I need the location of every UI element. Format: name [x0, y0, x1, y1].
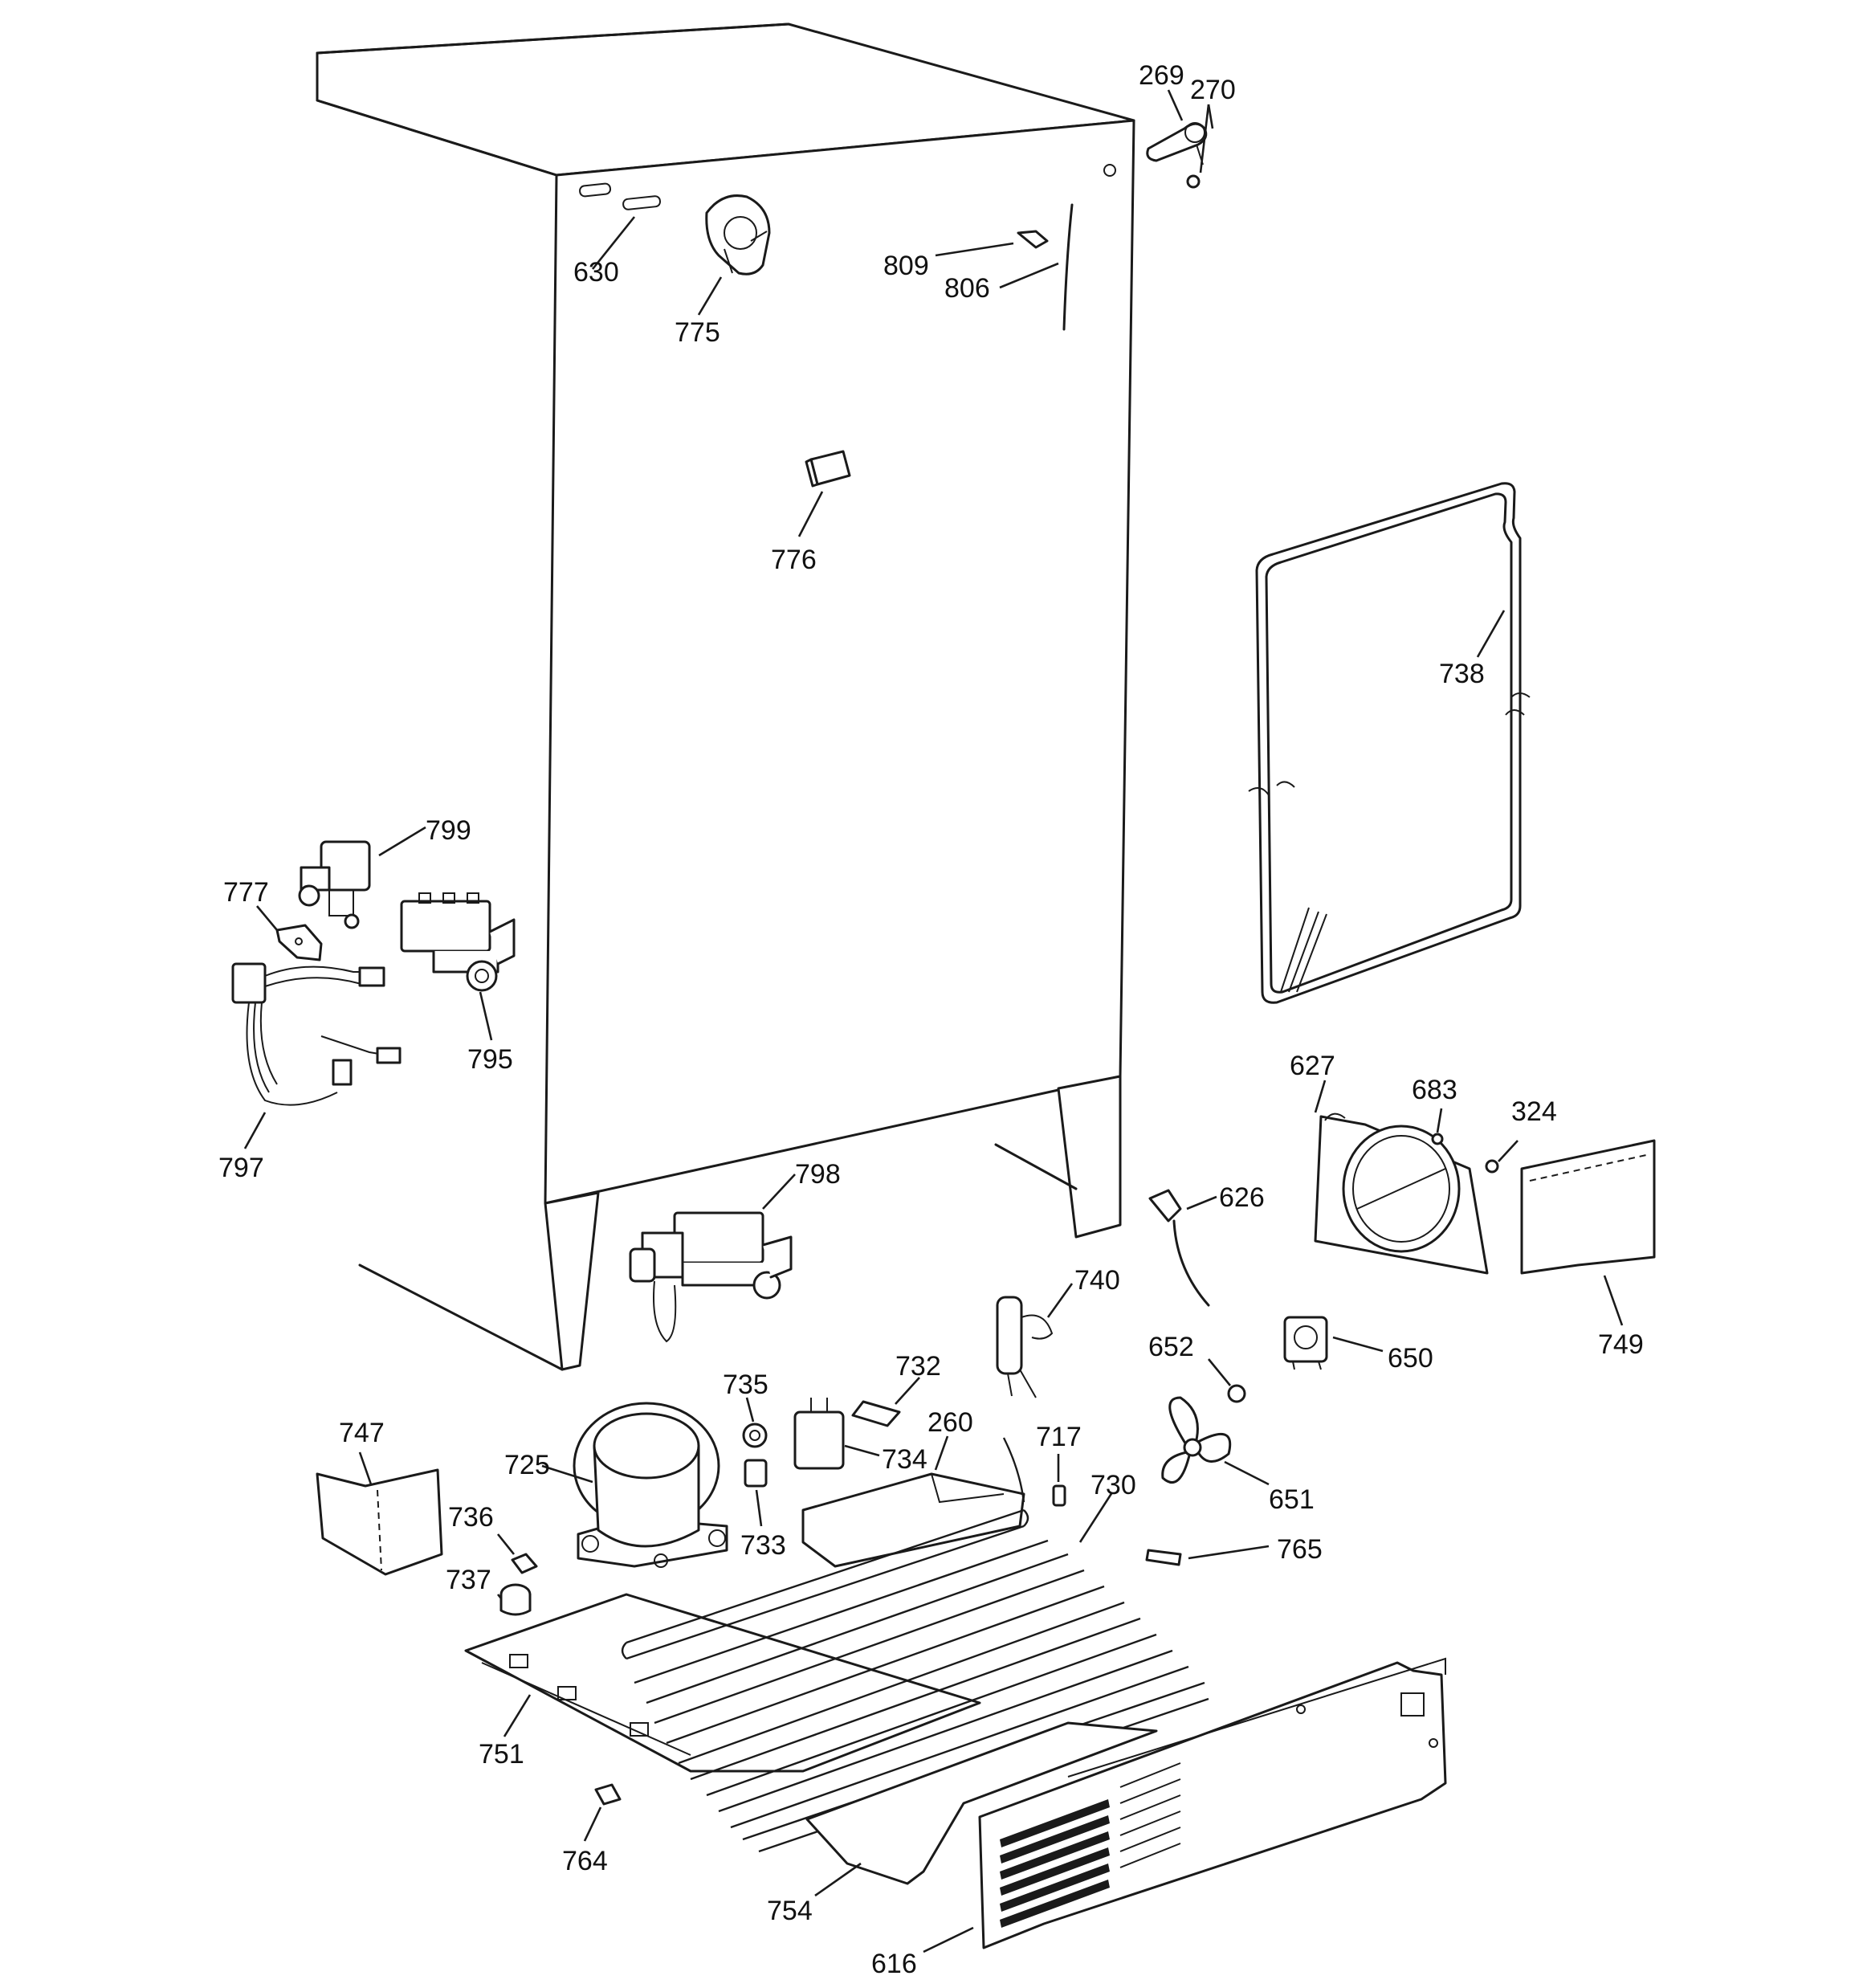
- label-683[interactable]: 683: [1412, 1075, 1457, 1105]
- label-754[interactable]: 754: [767, 1896, 813, 1926]
- part-number-labels: 269 270 630 775 809 806 776 738 799 777 …: [218, 60, 1644, 1979]
- part-652-component: [1207, 1358, 1246, 1403]
- part-749-component: [1520, 1139, 1656, 1326]
- part-732-component: [851, 1377, 920, 1427]
- part-765-component: [1145, 1545, 1270, 1566]
- part-616-component: [923, 1657, 1447, 1953]
- part-650-component: [1283, 1316, 1384, 1370]
- label-269[interactable]: 269: [1139, 60, 1184, 91]
- label-765[interactable]: 765: [1277, 1534, 1323, 1565]
- part-740-component: [996, 1283, 1074, 1398]
- label-260[interactable]: 260: [927, 1407, 973, 1438]
- label-735[interactable]: 735: [723, 1370, 768, 1400]
- label-626[interactable]: 626: [1219, 1182, 1265, 1213]
- label-749[interactable]: 749: [1598, 1329, 1644, 1360]
- label-736[interactable]: 736: [448, 1502, 494, 1533]
- part-260-component: [801, 1435, 1025, 1568]
- label-740[interactable]: 740: [1074, 1265, 1120, 1296]
- label-809[interactable]: 809: [883, 251, 929, 281]
- label-730[interactable]: 730: [1090, 1470, 1136, 1500]
- label-630[interactable]: 630: [573, 257, 619, 288]
- part-776-component: [797, 450, 851, 537]
- label-797[interactable]: 797: [218, 1153, 264, 1183]
- label-738[interactable]: 738: [1439, 659, 1485, 689]
- label-324[interactable]: 324: [1511, 1096, 1557, 1127]
- part-734-component: [793, 1398, 880, 1470]
- label-652[interactable]: 652: [1148, 1332, 1194, 1362]
- part-683-component: [1431, 1108, 1444, 1145]
- label-737[interactable]: 737: [446, 1565, 491, 1595]
- label-725[interactable]: 725: [504, 1450, 550, 1480]
- part-775-component: [697, 194, 771, 316]
- label-764[interactable]: 764: [562, 1846, 608, 1876]
- part-733-component: [744, 1459, 768, 1527]
- part-737-component: [496, 1583, 532, 1616]
- label-777[interactable]: 777: [223, 877, 269, 908]
- label-798[interactable]: 798: [795, 1159, 841, 1190]
- label-751[interactable]: 751: [479, 1739, 524, 1770]
- label-732[interactable]: 732: [895, 1351, 941, 1382]
- part-725-component: [541, 1402, 728, 1568]
- part-626-component: [1148, 1189, 1217, 1307]
- label-733[interactable]: 733: [740, 1530, 786, 1561]
- label-799[interactable]: 799: [426, 815, 471, 846]
- label-651[interactable]: 651: [1269, 1484, 1315, 1515]
- part-751-component: [464, 1593, 981, 1773]
- part-736-component: [496, 1533, 538, 1574]
- cabinet-body: [316, 22, 1135, 1371]
- label-776[interactable]: 776: [771, 545, 817, 575]
- label-627[interactable]: 627: [1290, 1051, 1335, 1081]
- label-270[interactable]: 270: [1190, 75, 1236, 105]
- part-717-component: [1052, 1454, 1066, 1507]
- part-747-component: [316, 1451, 443, 1576]
- label-806[interactable]: 806: [944, 273, 990, 304]
- label-650[interactable]: 650: [1388, 1343, 1433, 1374]
- part-269-component: [1146, 89, 1214, 189]
- label-734[interactable]: 734: [882, 1444, 927, 1475]
- part-324-component: [1485, 1140, 1519, 1174]
- part-754-component: [805, 1721, 1158, 1897]
- label-747[interactable]: 747: [339, 1418, 385, 1448]
- part-806-component: [935, 203, 1074, 331]
- label-795[interactable]: 795: [467, 1044, 513, 1075]
- label-775[interactable]: 775: [675, 317, 720, 348]
- part-799-component: [298, 826, 426, 929]
- part-651-component: [1161, 1396, 1270, 1486]
- part-764-component: [583, 1783, 622, 1842]
- part-797-component: [231, 962, 402, 1149]
- part-777-component: [256, 905, 323, 961]
- part-735-component: [742, 1397, 768, 1448]
- part-795-component: [400, 892, 516, 1041]
- label-616[interactable]: 616: [871, 1949, 917, 1979]
- part-627-component: [1314, 1080, 1489, 1275]
- part-738-component: [1248, 482, 1531, 1004]
- part-798-component: [629, 1174, 796, 1343]
- label-717[interactable]: 717: [1036, 1422, 1082, 1452]
